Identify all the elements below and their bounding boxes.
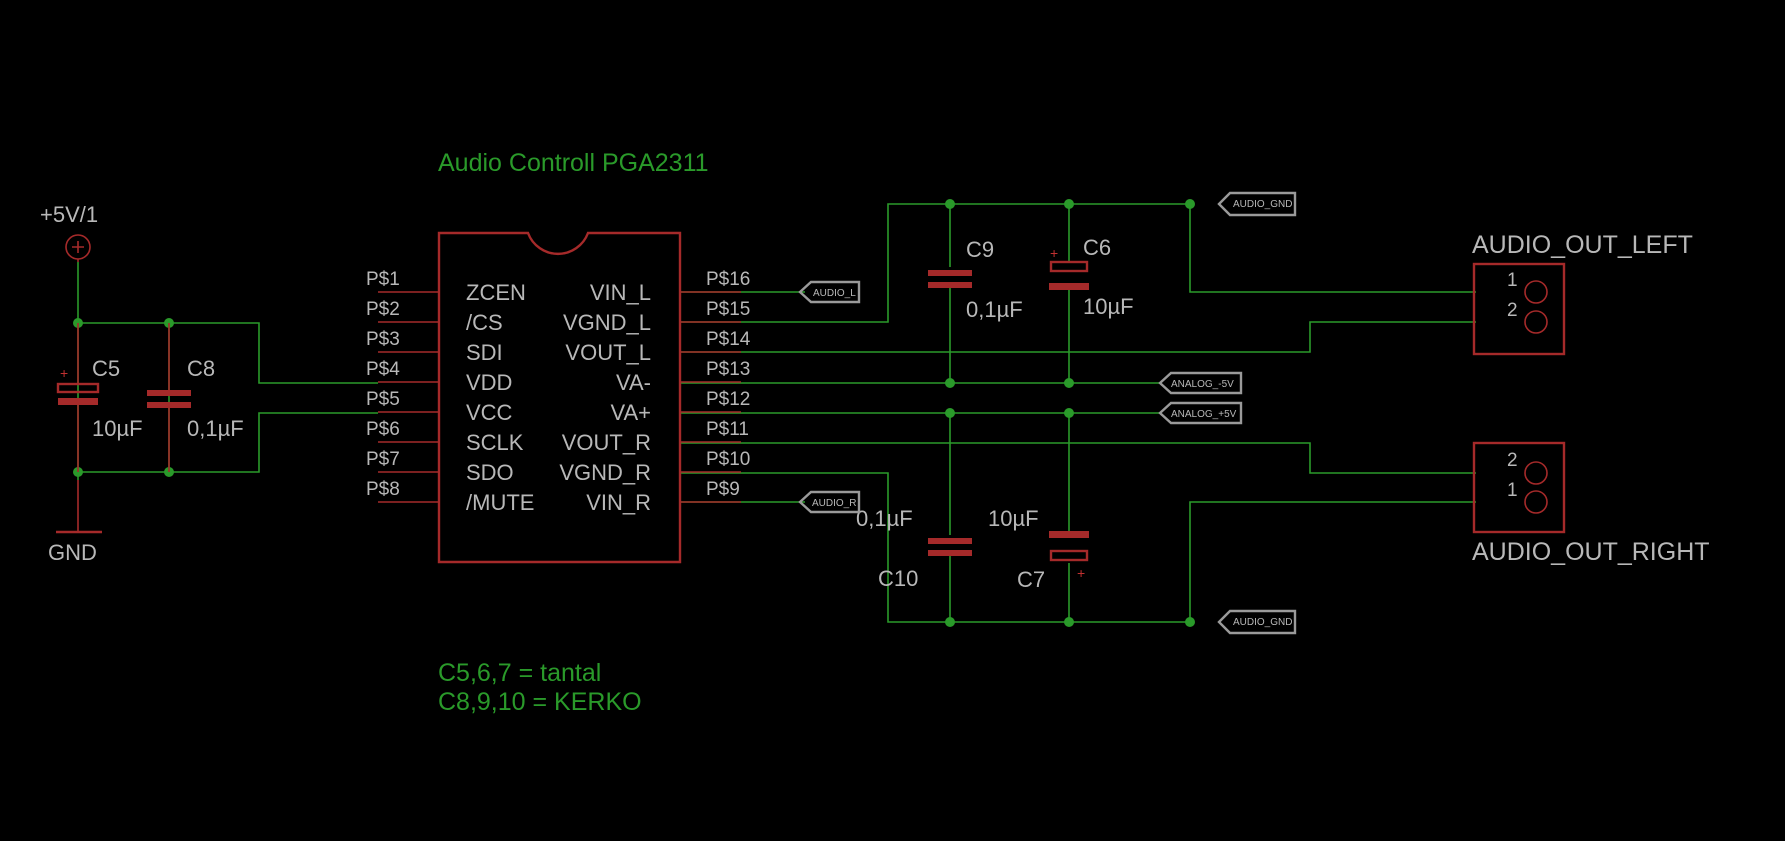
- c5-value: 10µF: [92, 416, 143, 441]
- ic-left-pin: VCC: [466, 400, 513, 425]
- net-label-audio-gnd-bottom[interactable]: AUDIO_GND: [1217, 609, 1297, 635]
- c8-value: 0,1µF: [187, 416, 244, 441]
- ic-right-pin: VIN_L: [590, 280, 651, 305]
- ground-label: GND: [48, 540, 97, 565]
- ic-right-pad: P$9: [706, 479, 740, 500]
- ic-left-pad: P$5: [366, 389, 400, 410]
- c7-name: C7: [1017, 567, 1045, 592]
- ic-left-pin: /CS: [466, 310, 503, 335]
- c10-name: C10: [878, 566, 918, 591]
- ic-right-pad: P$11: [706, 419, 749, 440]
- ic-left-pin: /MUTE: [466, 490, 534, 515]
- svg-text:AUDIO_R: AUDIO_R: [812, 498, 856, 509]
- ic-right-pin: VOUT_R: [562, 430, 651, 455]
- ic-left-pad: P$3: [366, 329, 400, 350]
- ic-right-pin: VGND_R: [559, 460, 651, 485]
- svg-text:2: 2: [1507, 300, 1518, 321]
- c6-name: C6: [1083, 235, 1111, 260]
- ic-right-pad: P$16: [706, 269, 750, 290]
- diagram-title: Audio Controll PGA2311: [438, 149, 709, 177]
- c10-value: 0,1µF: [856, 506, 913, 531]
- capacitor-c8[interactable]: C8 0,1µF: [147, 323, 244, 472]
- net-label-audio-r[interactable]: AUDIO_R: [798, 490, 861, 514]
- ic-right-pad: P$13: [706, 359, 750, 380]
- svg-text:ANALOG_-5V: ANALOG_-5V: [1171, 379, 1234, 390]
- ic-left-pad: P$8: [366, 479, 400, 500]
- capacitor-c5[interactable]: + C5 10µF: [56, 323, 143, 472]
- capacitor-c7[interactable]: + 10µF C7: [988, 506, 1089, 592]
- capacitor-c9[interactable]: C9 0,1µF: [928, 237, 1023, 322]
- svg-text:+: +: [1050, 245, 1058, 261]
- ic-right-pad: P$15: [706, 299, 750, 320]
- capacitor-c10[interactable]: 0,1µF C10: [856, 506, 972, 591]
- connector-right-name: AUDIO_OUT_RIGHT: [1472, 538, 1710, 566]
- connector-audio-out-left[interactable]: AUDIO_OUT_LEFT 1 2: [1472, 231, 1693, 356]
- svg-text:AUDIO_GND: AUDIO_GND: [1233, 199, 1292, 210]
- ic-left-pin: SDI: [466, 340, 503, 365]
- capacitor-c6[interactable]: + C6 10µF: [1049, 235, 1134, 319]
- ic-left-pad: P$1: [366, 269, 400, 290]
- c9-name: C9: [966, 237, 994, 262]
- ic-left-pad: P$6: [366, 419, 400, 440]
- net-label-analog-minus-5v[interactable]: ANALOG_-5V: [1158, 371, 1243, 395]
- connector-audio-out-right[interactable]: AUDIO_OUT_RIGHT 2 1: [1472, 441, 1710, 566]
- ic-left-pin: SDO: [466, 460, 514, 485]
- ic-right-pin: VGND_L: [563, 310, 651, 335]
- note-tantal: C5,6,7 = tantal: [438, 659, 601, 687]
- svg-text:2: 2: [1507, 450, 1518, 471]
- supply-symbol: +5V/1: [40, 202, 98, 262]
- svg-text:+: +: [1077, 565, 1085, 581]
- ic-left-pin: SCLK: [466, 430, 524, 455]
- ic-right-pad: P$12: [706, 389, 750, 410]
- wires: [77, 203, 1476, 623]
- net-label-analog-plus-5v[interactable]: ANALOG_+5V: [1158, 401, 1243, 425]
- c9-value: 0,1µF: [966, 297, 1023, 322]
- svg-text:AUDIO_GND: AUDIO_GND: [1233, 617, 1292, 628]
- connector-left-name: AUDIO_OUT_LEFT: [1472, 231, 1693, 259]
- ic-right-pin: VIN_R: [586, 490, 651, 515]
- ic-pga2311[interactable]: P$1 P$2 P$3 P$4 P$5 P$6 P$7 P$8 ZCEN /CS…: [366, 231, 751, 564]
- ic-right-pad: P$10: [706, 449, 750, 470]
- c7-value: 10µF: [988, 506, 1039, 531]
- ic-right-pad: P$14: [706, 329, 751, 350]
- c8-name: C8: [187, 356, 215, 381]
- c5-name: C5: [92, 356, 120, 381]
- c6-value: 10µF: [1083, 294, 1134, 319]
- svg-text:1: 1: [1507, 480, 1518, 501]
- svg-text:1: 1: [1507, 270, 1518, 291]
- note-kerko: C8,9,10 = KERKO: [438, 688, 642, 716]
- svg-text:ANALOG_+5V: ANALOG_+5V: [1171, 409, 1237, 420]
- ic-left-pin: VDD: [466, 370, 512, 395]
- ic-right-pin: VA-: [616, 370, 651, 395]
- ic-right-pin: VOUT_L: [565, 340, 651, 365]
- svg-text:AUDIO_L: AUDIO_L: [813, 288, 856, 299]
- ic-left-pad: P$2: [366, 299, 400, 320]
- ic-left-pin: ZCEN: [466, 280, 526, 305]
- net-label-audio-l[interactable]: AUDIO_L: [798, 280, 861, 304]
- svg-text:+: +: [60, 365, 68, 381]
- ground-symbol: GND: [48, 480, 102, 565]
- ic-left-pad: P$4: [366, 359, 400, 380]
- net-label-audio-gnd-top[interactable]: AUDIO_GND: [1217, 191, 1297, 217]
- ic-left-pad: P$7: [366, 449, 400, 470]
- supply-label: +5V/1: [40, 202, 98, 227]
- ic-right-pin: VA+: [610, 400, 651, 425]
